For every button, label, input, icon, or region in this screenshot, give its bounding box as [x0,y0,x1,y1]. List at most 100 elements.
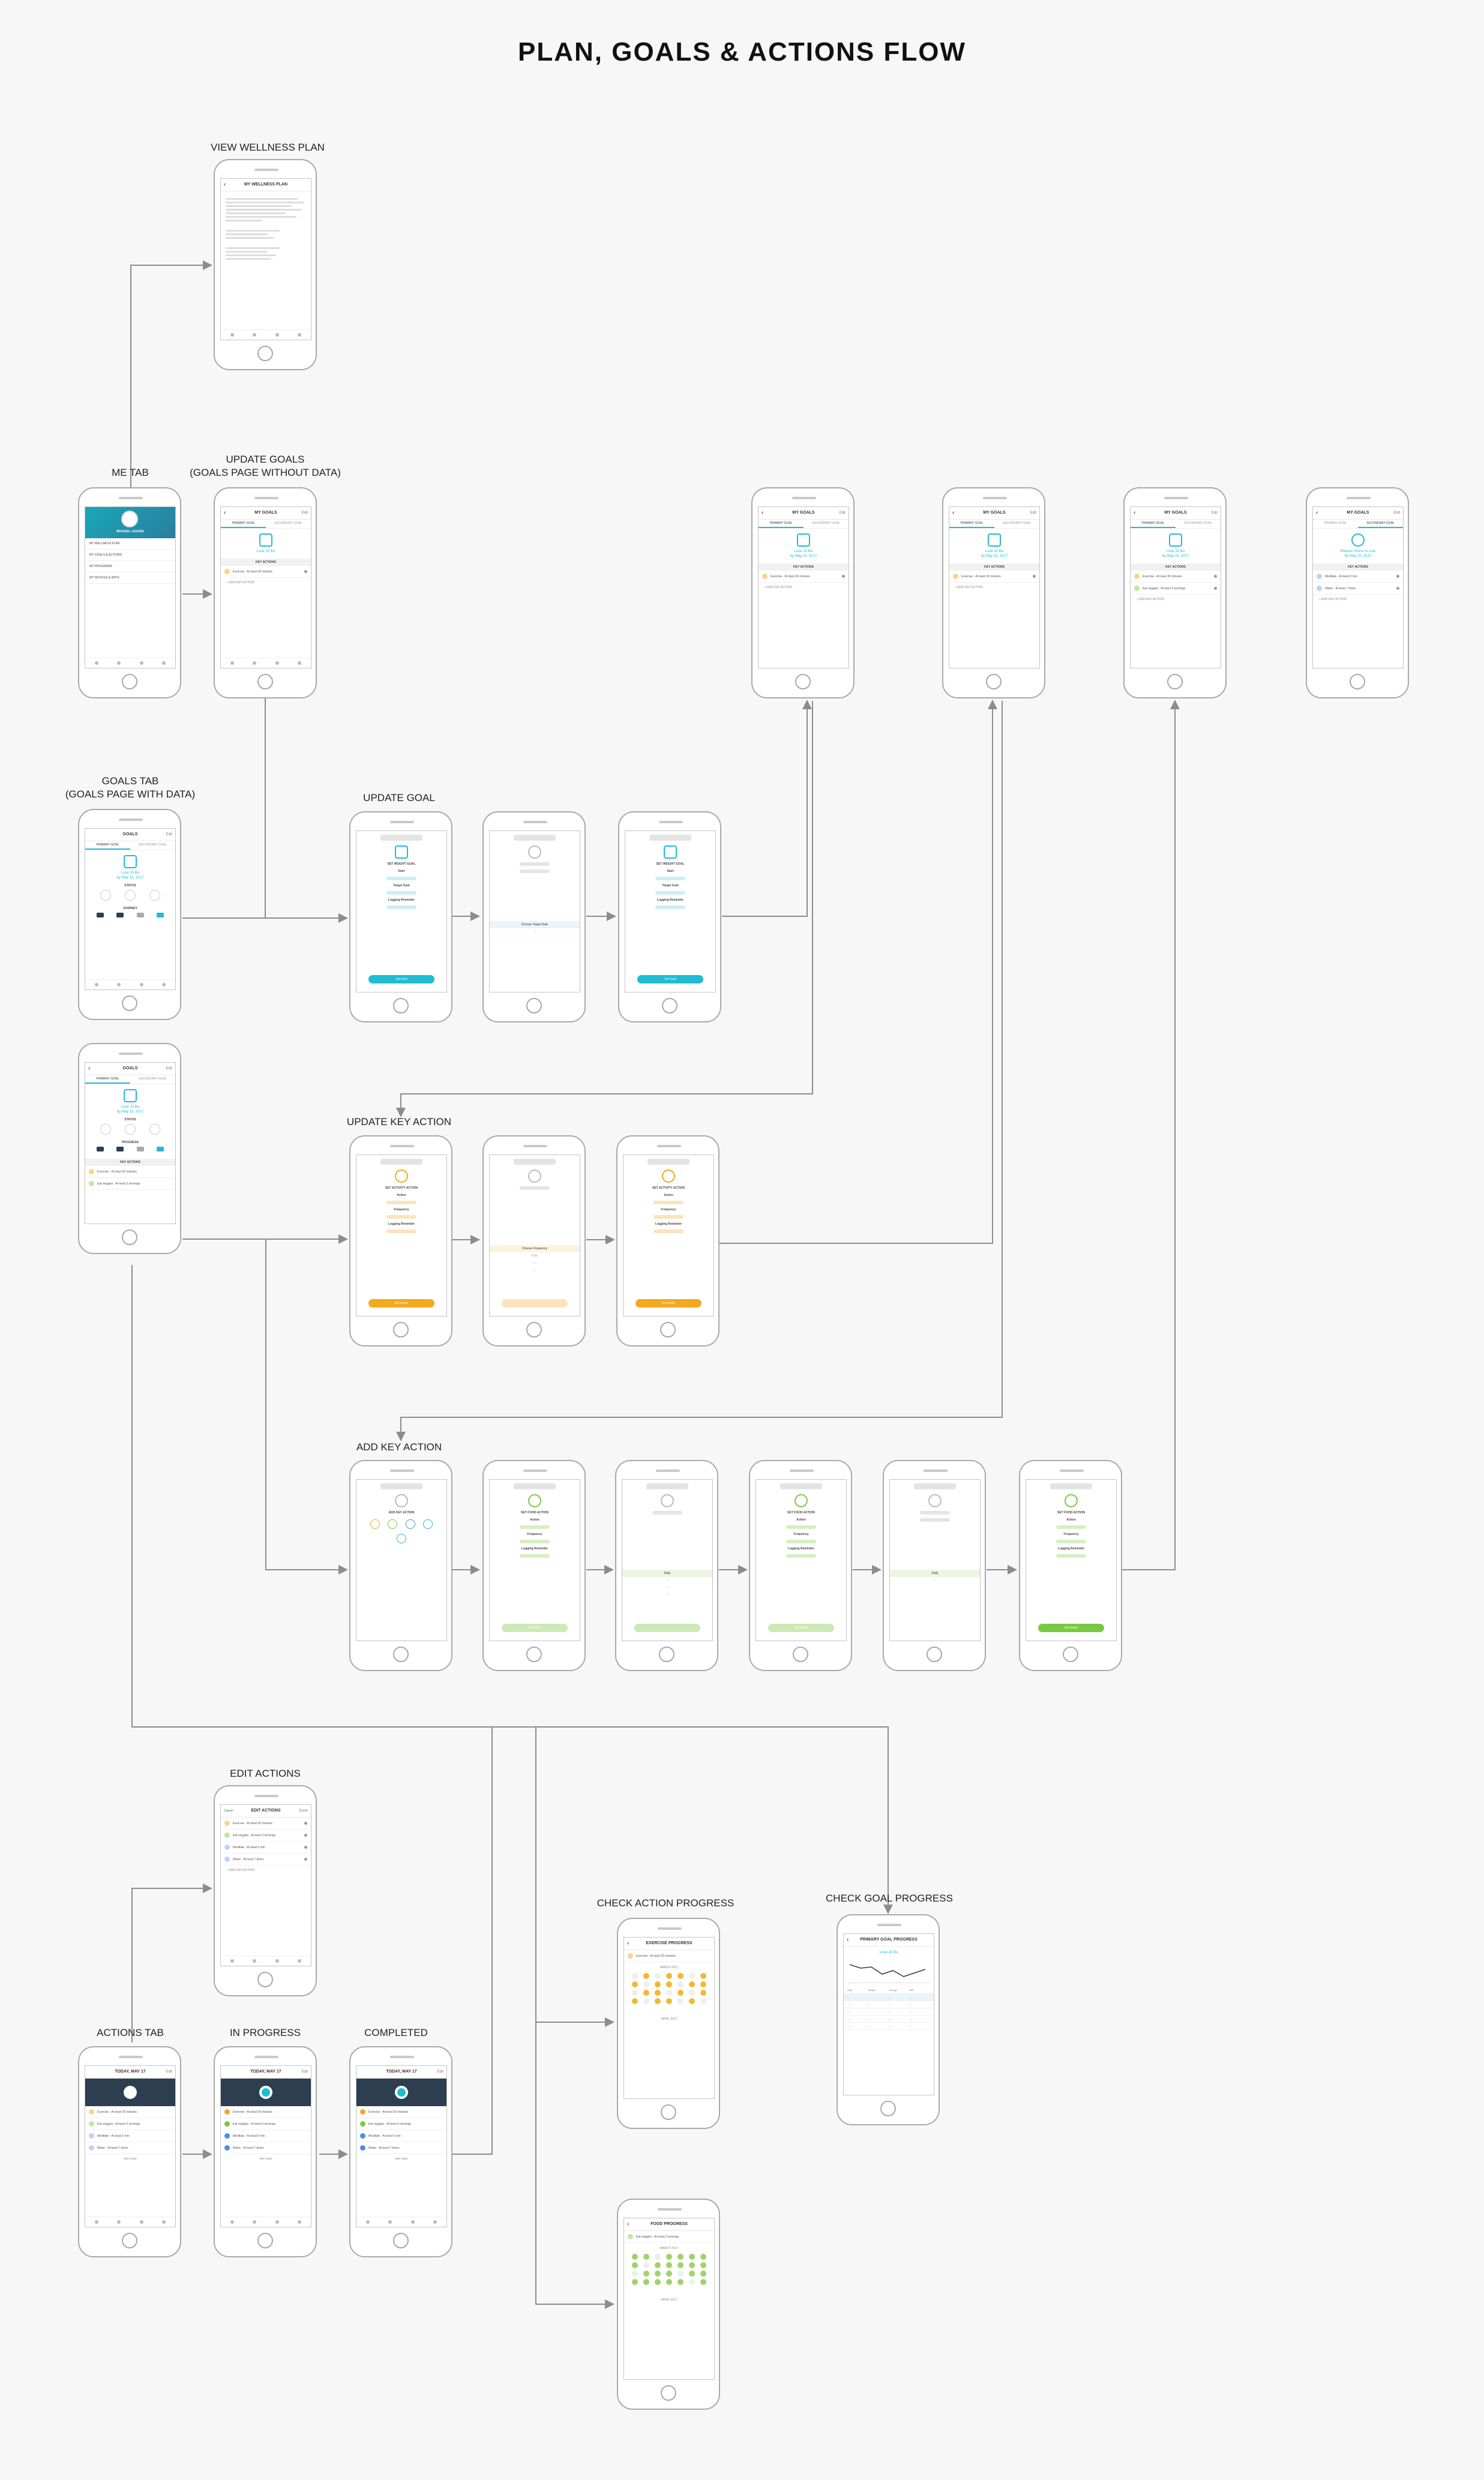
drag-handle-icon[interactable] [304,1822,307,1825]
picker-option[interactable]: Daily [531,1254,538,1258]
reminder-value[interactable] [655,905,685,909]
set-action-button[interactable]: Set Action [368,1299,434,1308]
list-item[interactable]: Eat veggies - At least 3 servings [221,2118,311,2130]
add-key-action-link[interactable]: + ADD KEY ACTION [765,586,792,589]
menu-programs[interactable]: MY PROGRAMS [85,561,175,572]
list-item[interactable]: Water - At least 7 times [221,1854,311,1866]
tab-bar[interactable] [356,2217,446,2227]
list-item[interactable]: Meditate - At least 5 min [356,2130,446,2142]
list-item[interactable]: Meditate - At least 5 min [1313,571,1403,583]
action-value[interactable] [1056,1525,1086,1529]
edit-button[interactable]: Edit [437,2070,443,2074]
list-item[interactable]: Exercise - At least 30 minutes [949,571,1039,583]
tab-bar[interactable] [221,329,311,340]
menu-wellness-plan[interactable]: MY WELLNESS PLAN [85,538,175,550]
edit-button[interactable]: Edit [301,2070,308,2074]
frequency-value[interactable] [786,1540,816,1543]
tab-bar[interactable] [221,658,311,668]
list-item[interactable]: Meditate - At least 5 min [221,1842,311,1854]
action-value[interactable] [520,1525,550,1529]
drag-handle-icon[interactable] [304,1834,307,1837]
edit-button[interactable]: Edit [166,1067,172,1070]
list-item[interactable]: Eat veggies - At least 3 servings [356,2118,446,2130]
list-item[interactable]: Exercise - At least 30 minutes [85,1166,175,1178]
table-row[interactable]: ———— [844,2008,934,2016]
tab-primary-goal[interactable]: PRIMARY GOAL [221,520,266,528]
tab-bar[interactable] [85,979,175,989]
target-value[interactable] [655,891,685,895]
list-item[interactable]: Water - At least 7 times [356,2142,446,2154]
tab-secondary-goal[interactable]: SECONDARY GOAL [274,521,302,525]
start-value[interactable] [386,877,416,880]
list-item[interactable]: Eat veggies - At least 3 servings [221,1830,311,1842]
list-item[interactable]: Exercise - At least 30 minutes [759,571,849,583]
date-picker[interactable]: Choose Target Date — [490,921,580,935]
reminder-value[interactable] [386,1229,416,1233]
tab-primary-goal[interactable]: PRIMARY GOAL [759,520,804,528]
frequency-value[interactable] [520,1540,550,1543]
picker-row[interactable]: — [665,1593,669,1597]
list-item[interactable]: Eat veggies - At least 3 servings [1131,583,1221,595]
tab-bar[interactable] [221,2217,311,2227]
table-row[interactable]: ———— [844,2023,934,2030]
picker-row[interactable]: — [933,1579,937,1582]
picker-row[interactable]: — [533,930,536,934]
tab-primary-goal[interactable]: PRIMARY GOAL [1131,520,1176,528]
custom-icon[interactable] [397,1534,406,1543]
sleep-icon[interactable] [405,1519,415,1529]
edit-button[interactable]: Edit [1030,511,1036,515]
custom-icon[interactable] [423,1519,433,1529]
add-key-action-link[interactable]: + ADD KEY ACTION [227,1869,254,1872]
picker-row[interactable]: — [533,1261,536,1265]
cancel-button[interactable]: Cancel [224,1809,233,1813]
list-item[interactable]: Exercise - At least 30 minutes [221,566,311,578]
action-value[interactable] [653,1201,683,1204]
tab-primary-goal[interactable]: PRIMARY GOAL [1324,521,1347,525]
back-icon[interactable]: ‹ [847,1936,849,1943]
list-item[interactable]: Eat veggies - At least 3 servings [85,2118,175,2130]
see-more-link[interactable]: See more [395,2157,408,2161]
table-row[interactable]: ———— [844,2016,934,2023]
table-row[interactable]: ———— [844,2001,934,2008]
list-item[interactable]: Exercise - At least 30 minutes [1131,571,1221,583]
list-item[interactable]: Water - At least 7 times [1313,583,1403,595]
reminder-value[interactable] [786,1554,816,1558]
picker-row[interactable]: — [533,1269,536,1272]
edit-button[interactable]: Edit [166,833,172,836]
set-action-button[interactable]: Set Action [1038,1624,1104,1632]
menu-goals-actions[interactable]: MY GOALS & ACTIONS [85,550,175,561]
list-item[interactable]: Water - At least 7 times [85,2142,175,2154]
back-icon[interactable]: ‹ [627,1940,629,1947]
edit-button[interactable]: Edit [166,2070,172,2074]
tab-primary-goal[interactable]: PRIMARY GOAL [85,1075,130,1084]
drag-handle-icon[interactable] [304,1846,307,1849]
activity-icon[interactable] [370,1519,380,1529]
frequency-picker[interactable]: Choose Frequency Daily — — [490,1245,580,1274]
frequency-value[interactable] [386,1215,416,1219]
tab-secondary-goal[interactable]: SECONDARY GOAL [1358,520,1403,528]
start-value[interactable] [655,877,685,880]
back-icon[interactable]: ‹ [762,509,764,516]
action-value[interactable] [786,1525,816,1529]
tab-secondary-goal[interactable]: SECONDARY GOAL [1003,521,1031,525]
back-icon[interactable]: ‹ [952,509,955,516]
list-item[interactable]: Meditate - At least 5 min [85,2130,175,2142]
add-key-action-link[interactable]: + ADD KEY ACTION [1319,598,1347,601]
list-item[interactable]: Exercise - At least 30 minutes [85,2106,175,2118]
list-item[interactable]: Water - At least 7 times [221,2142,311,2154]
set-goal-button[interactable]: Set Goal [368,975,434,983]
frequency-value[interactable] [653,1215,683,1219]
reminder-value[interactable] [520,1554,550,1558]
tab-bar[interactable] [221,1956,311,1966]
list-item[interactable]: Eat veggies - At least 3 servings [85,1178,175,1190]
edit-button[interactable]: Edit [1211,511,1218,515]
reminder-value[interactable] [653,1229,683,1233]
edit-button[interactable]: Edit [839,511,846,515]
back-icon[interactable]: ‹ [1134,509,1136,516]
back-icon[interactable]: ‹ [224,509,226,516]
tab-secondary-goal[interactable]: SECONDARY GOAL [1184,521,1212,525]
add-key-action-link[interactable]: + ADD KEY ACTION [955,586,983,589]
food-icon[interactable] [388,1519,398,1529]
back-icon[interactable]: ‹ [1316,509,1318,516]
action-picker[interactable]: Daily — — — [622,1570,712,1599]
